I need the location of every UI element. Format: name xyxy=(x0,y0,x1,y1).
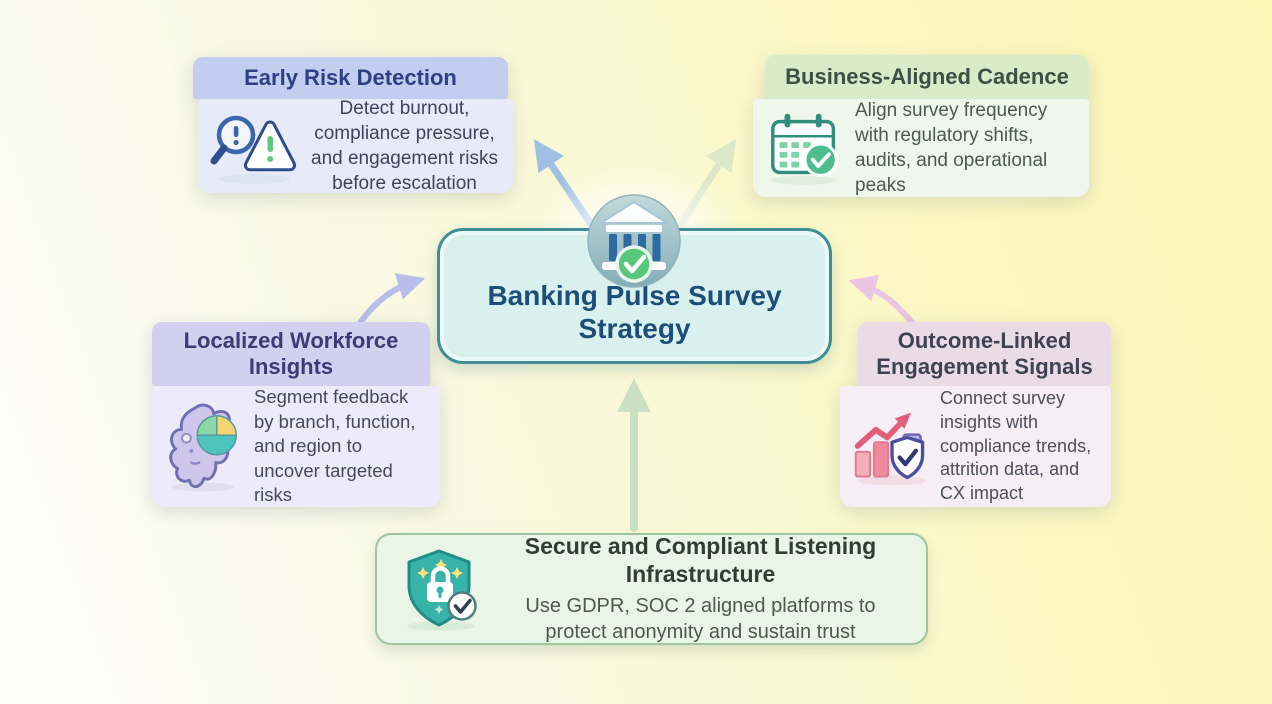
calendar-check-icon xyxy=(763,109,849,187)
node-title: Localized Workforce Insights xyxy=(183,328,399,379)
node-title: Secure and Compliant Listening Infrastru… xyxy=(524,532,877,587)
arrow-from-localized xyxy=(355,273,426,329)
node-description: Detect burnout, compliance pressure, and… xyxy=(311,97,498,195)
arrow-from-outcome xyxy=(848,274,916,327)
node-localized-workforce-insights: Localized Workforce Insights Segment xyxy=(152,322,440,507)
node-description: Align survey frequency with regulatory s… xyxy=(855,99,1048,197)
node-title: Business-Aligned Cadence xyxy=(785,64,1069,90)
bank-check-icon xyxy=(582,193,686,298)
shield-lock-icon xyxy=(399,545,483,633)
node-body: Segment feedback by branch, function, an… xyxy=(152,386,440,507)
node-header: Business-Aligned Cadence xyxy=(765,55,1089,99)
node-business-aligned-cadence: Business-Aligned Cadence xyxy=(753,55,1089,197)
growth-chart-shield-icon xyxy=(850,404,934,490)
node-body: Connect survey insights with compliance … xyxy=(840,386,1111,507)
node-header: Early Risk Detection xyxy=(193,57,508,99)
magnifier-alert-icon xyxy=(208,106,300,186)
node-secure-compliant-listening-infrastructure: Secure and Compliant Listening Infrastru… xyxy=(375,533,928,645)
node-title: Early Risk Detection xyxy=(244,65,457,91)
node-description: Connect survey insights with compliance … xyxy=(940,388,1092,504)
node-header: Localized Workforce Insights xyxy=(152,322,430,386)
node-description: Segment feedback by branch, function, an… xyxy=(254,386,416,506)
node-header: Outcome-Linked Engagement Signals xyxy=(858,322,1111,386)
node-body: Align survey frequency with regulatory s… xyxy=(753,99,1089,197)
node-outcome-linked-engagement-signals: Outcome-Linked Engagement Signals Connec… xyxy=(840,322,1111,507)
node-description: Use GDPR, SOC 2 aligned platforms to pro… xyxy=(525,595,876,644)
node-title: Outcome-Linked Engagement Signals xyxy=(876,328,1093,379)
node-early-risk-detection: Early Risk Detection Detect burnout, com… xyxy=(193,57,513,194)
node-body: Detect burnout, compliance pressure, and… xyxy=(198,97,513,195)
node-body: Secure and Compliant Listening Infrastru… xyxy=(497,533,904,645)
map-pie-chart-icon xyxy=(162,397,248,497)
